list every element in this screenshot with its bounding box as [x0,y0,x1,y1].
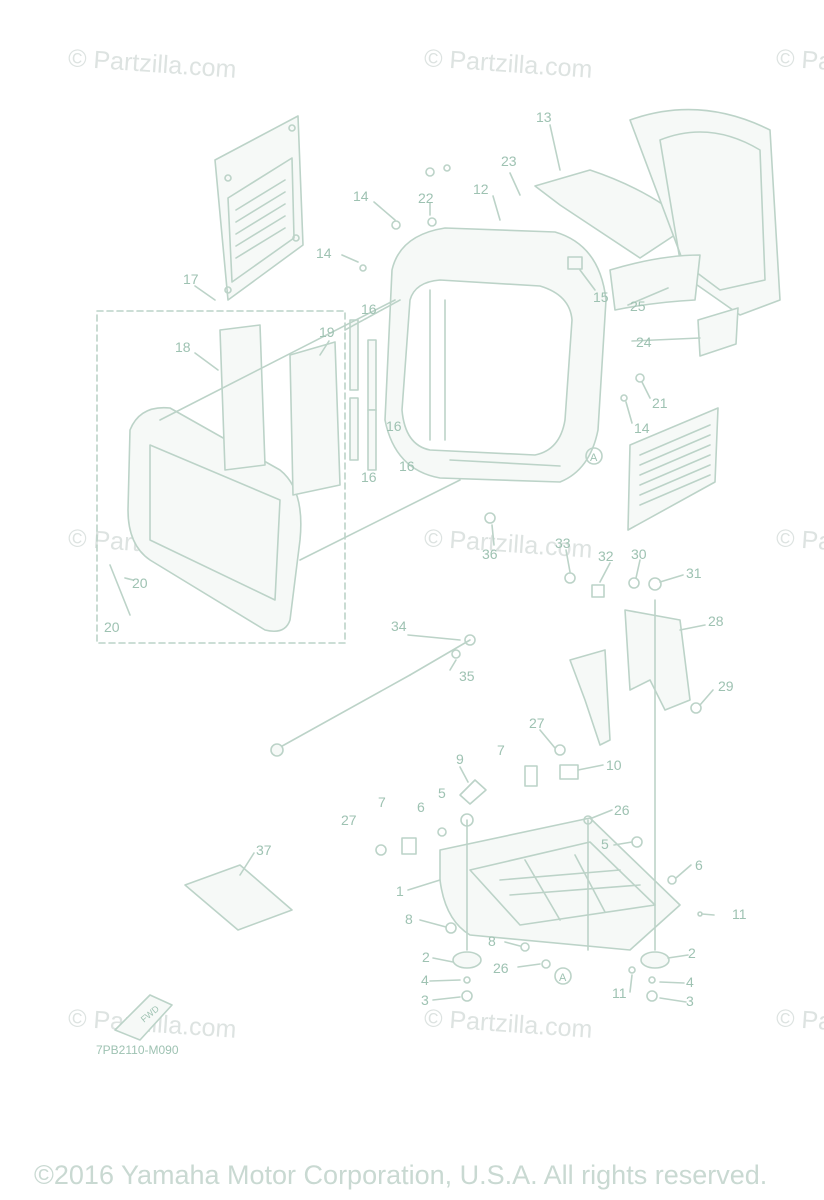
part-label: 6 [417,799,425,815]
part-label: 31 [686,565,702,581]
part-label: 14 [316,245,332,261]
part-label: 5 [438,785,446,801]
part-label: 21 [652,395,668,411]
part-label: 30 [631,546,647,562]
part-label: 11 [732,906,747,922]
part-label: 22 [418,190,434,206]
grille-panel-right [627,407,719,531]
part-label: 26 [614,802,630,818]
part-label: 2 [688,945,696,961]
part-label: 27 [341,812,357,828]
part-label: 16 [361,301,377,317]
side-cover-frame [384,227,607,483]
rear-shell [629,108,781,316]
part-label: 11 [612,985,627,1001]
front-panel-inner [149,444,281,601]
part-label: 1 [396,883,404,899]
part-label: 16 [386,418,402,434]
part-label: 36 [482,546,498,562]
part-label: 25 [630,298,646,314]
mat [184,864,293,931]
part-label: 14 [353,188,369,204]
part-label: 18 [175,339,191,355]
bracket-main [624,609,691,711]
trim-cap [697,307,739,357]
part-label: 7 [378,794,386,810]
diagram-code: 7PB2110-M090 [96,1043,179,1057]
strip [349,319,359,391]
part-label: 27 [529,715,545,731]
part-label: 12 [473,181,489,197]
part-label: 5 [601,836,609,852]
part-label: 8 [488,933,496,949]
part-label: 7 [497,742,505,758]
part-label: 19 [319,324,335,340]
cable [274,674,411,751]
base-frame [439,817,681,951]
part-label: 9 [456,751,464,767]
foam-pad [219,324,266,471]
part-label: 20 [104,619,120,635]
part-label: 3 [421,992,429,1008]
part-label: 10 [606,757,622,773]
strip [367,339,377,411]
part-label: 37 [256,842,272,858]
part-label: 26 [493,960,509,976]
part-label: 17 [183,271,199,287]
part-label: 16 [361,469,377,485]
part-label: 28 [708,613,724,629]
part-label: 4 [686,974,694,990]
grille-panel-upper-left [214,115,304,301]
part-label: 8 [405,911,413,927]
part-label: 14 [634,420,650,436]
callout-a: A [590,452,598,464]
part-label: 2 [422,949,430,965]
part-label: 24 [636,334,652,350]
strip [349,397,359,461]
part-label: 34 [391,618,407,634]
part-label: 15 [593,289,609,305]
part-label: 4 [421,972,429,988]
assembly-box [96,310,346,644]
fwd-arrow-icon [114,994,173,1041]
part-label: 3 [686,993,694,1009]
part-label: 16 [399,458,415,474]
part-label: 13 [536,109,552,125]
callout-a: A [559,972,567,984]
side-trim [609,254,701,311]
copyright-notice: ©2016 Yamaha Motor Corporation, U.S.A. A… [34,1160,768,1190]
strip [367,409,377,471]
part-label: 20 [132,575,148,591]
sound-pad [289,341,341,496]
part-label: 23 [501,153,517,169]
part-label: 35 [459,668,475,684]
part-label: 6 [695,857,703,873]
part-labels: 1 2 2 3 3 4 4 5 5 6 6 7 7 8 8 9 10 11 11… [96,109,747,1057]
bracket [569,649,611,746]
part-label: 32 [598,548,614,564]
part-label: 29 [718,678,734,694]
part-label: 33 [555,535,571,551]
